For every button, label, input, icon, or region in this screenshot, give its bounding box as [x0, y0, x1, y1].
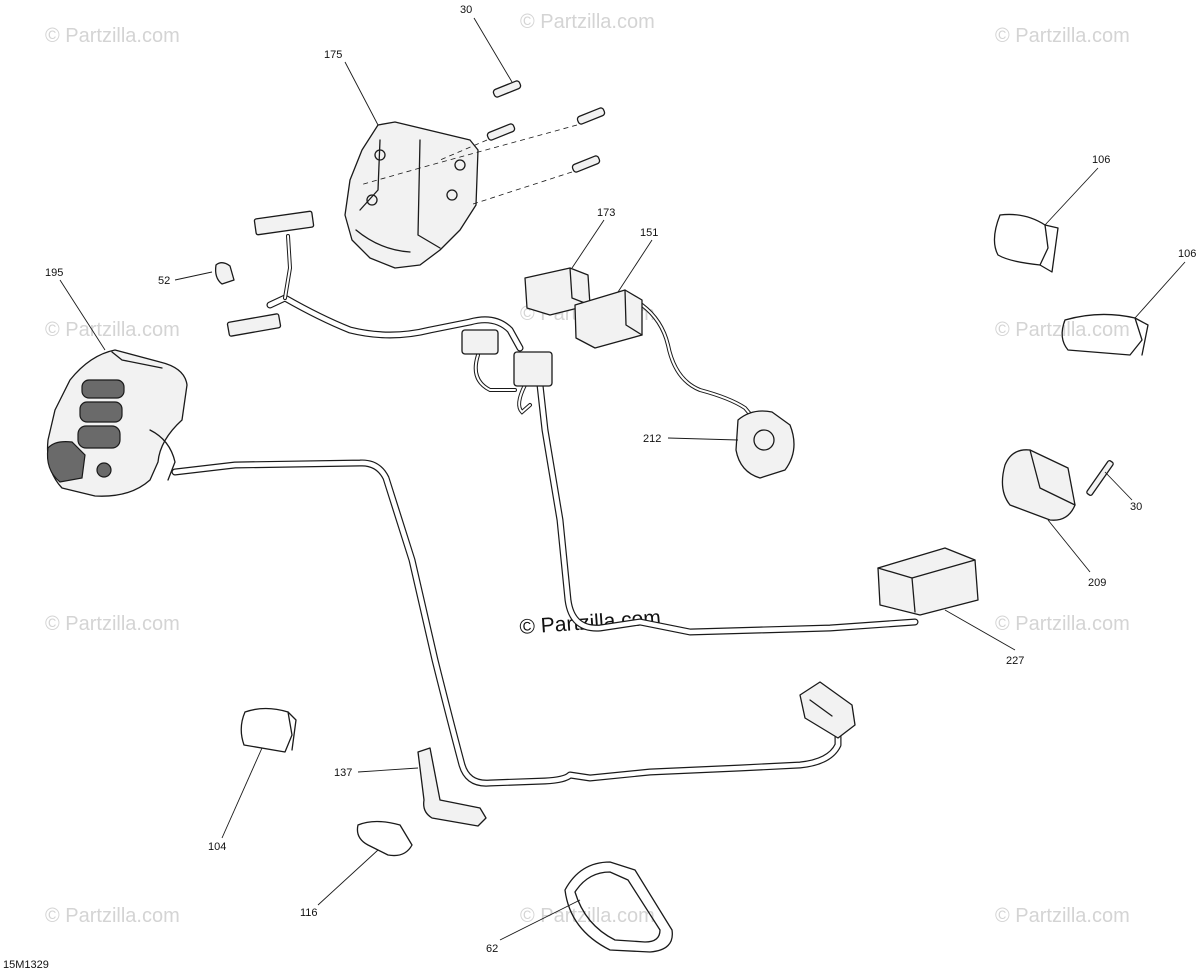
callout-62: 62 — [486, 943, 498, 955]
callout-151: 151 — [640, 227, 658, 239]
connectors-top — [214, 210, 553, 387]
screw — [486, 123, 516, 141]
watermark: © Partzilla.com — [995, 25, 1130, 47]
callout-106: 106 — [1092, 154, 1110, 166]
switch-cover — [344, 121, 479, 269]
lower-parts — [240, 707, 673, 953]
connector — [513, 351, 553, 387]
connectors-173-151 — [524, 267, 643, 349]
callout-30: 30 — [460, 4, 472, 16]
sensor-lead — [640, 303, 757, 422]
callout-labels: 30 175 173 151 106 106 52 195 212 30 209… — [45, 4, 1196, 955]
switch-button — [81, 379, 125, 399]
callout-52: 52 — [158, 275, 170, 287]
callout-173: 173 — [597, 207, 615, 219]
watermark: © Partzilla.com — [45, 319, 180, 341]
diagram-code: 15M1329 — [3, 959, 49, 971]
watermark: © Partzilla.com — [45, 905, 180, 927]
callout-116: 116 — [300, 907, 318, 919]
wire-harness — [171, 234, 919, 787]
watermark-layer: © Partzilla.com © Partzilla.com © Partzi… — [45, 11, 1130, 927]
watermark: © Partzilla.com — [45, 613, 180, 635]
callout-227: 227 — [1006, 655, 1024, 667]
trigger-lever — [46, 441, 86, 483]
clip-52 — [214, 262, 235, 285]
connector — [226, 313, 282, 337]
watermark: © Partzilla.com — [45, 25, 180, 47]
watermark: © Partzilla.com — [995, 613, 1130, 635]
watermark: © Partzilla.com — [995, 905, 1130, 927]
sensor-212 — [735, 410, 795, 479]
callout-195: 195 — [45, 267, 63, 279]
callout-104: 104 — [208, 841, 226, 853]
connector — [253, 210, 315, 236]
clips-106 — [993, 213, 1149, 356]
end-connector — [799, 681, 856, 739]
watermark: © Partzilla.com — [520, 905, 655, 927]
callout-175: 175 — [324, 49, 342, 61]
screw — [576, 107, 606, 125]
callout-106: 106 — [1178, 248, 1196, 260]
callout-212: 212 — [643, 433, 661, 445]
connector — [461, 329, 499, 355]
handlebar-switch-housing — [46, 349, 188, 497]
screws — [359, 80, 1114, 496]
button-cover-209 — [1001, 449, 1076, 521]
leader-lines — [59, 17, 1186, 941]
screw — [571, 155, 601, 173]
screw — [492, 80, 522, 98]
callout-137: 137 — [334, 767, 352, 779]
module-227 — [877, 547, 979, 616]
switch-button — [79, 401, 123, 423]
callout-209: 209 — [1088, 577, 1106, 589]
callout-30: 30 — [1130, 501, 1142, 513]
screw — [1086, 460, 1114, 496]
tube-137 — [417, 747, 487, 827]
switch-knob — [96, 462, 112, 478]
switch-button — [77, 425, 121, 449]
watermark: © Partzilla.com — [520, 11, 655, 33]
